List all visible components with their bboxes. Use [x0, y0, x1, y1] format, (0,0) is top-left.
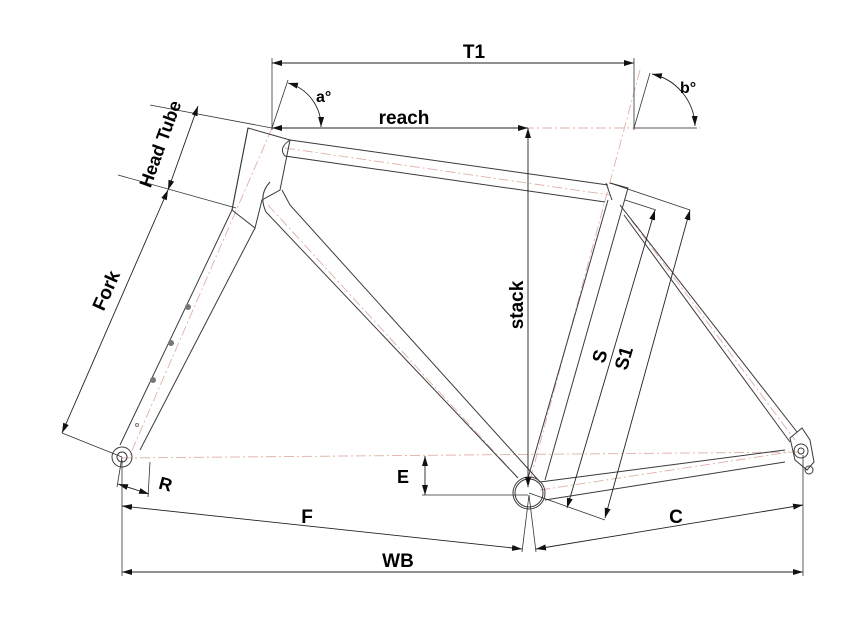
- fork-mount-bolt: [168, 340, 174, 346]
- labels: T1 a° b° reach stack Head Tube Fork S S1…: [89, 42, 696, 572]
- label-e: E: [397, 467, 409, 487]
- label-fork: Fork: [89, 267, 125, 314]
- label-s1: S1: [611, 344, 638, 373]
- bike-frame: [111, 127, 815, 510]
- r-extension: [147, 461, 151, 498]
- seatstay-centerline: [619, 204, 796, 441]
- label-head-tube: Head Tube: [135, 98, 185, 190]
- down-tube-centerline: [267, 204, 521, 481]
- fork-dimension-line: [61, 189, 169, 434]
- c-dimension-line: [535, 503, 804, 551]
- label-s: S: [589, 347, 613, 365]
- fork-mount-bolt: [185, 304, 191, 310]
- f-dimension-line: [121, 504, 523, 551]
- bb-extension: [521, 494, 530, 553]
- s1-bottom-extension: [528, 492, 606, 521]
- label-reach: reach: [379, 108, 430, 129]
- dimensions: [61, 58, 804, 576]
- s1-extension: [609, 182, 691, 211]
- angle-a-arc: [287, 82, 325, 128]
- head-tube-extension: [117, 174, 237, 209]
- label-wb: WB: [382, 551, 414, 572]
- label-r: R: [157, 473, 175, 496]
- seat-tube-axis: [527, 69, 641, 489]
- label-f: F: [301, 507, 313, 528]
- rear-dropout: [789, 427, 815, 471]
- s1-dimension-line: [604, 209, 691, 519]
- label-angle-a: a°: [316, 89, 331, 106]
- derailleur-hanger: [804, 465, 814, 475]
- fork-extension: [61, 432, 123, 458]
- label-stack: stack: [507, 280, 528, 329]
- label-t1: T1: [463, 42, 486, 63]
- seat-tube-top: [605, 182, 613, 201]
- top-tube-centerline: [284, 147, 611, 196]
- s-dimension-line: [566, 209, 656, 509]
- rear-axle: [793, 443, 809, 459]
- fork-blade: [119, 209, 256, 451]
- r-extension: [116, 456, 123, 488]
- s-extension: [624, 199, 657, 211]
- angle-b-leg: [633, 72, 651, 129]
- head-tube-front: [231, 127, 249, 211]
- angle-a-leg: [271, 79, 289, 129]
- bb-extension: [528, 494, 537, 553]
- label-c: C: [669, 507, 683, 528]
- centerlines: [121, 69, 801, 491]
- head-tube: [231, 127, 291, 229]
- top-tube: [281, 139, 609, 203]
- fork-mount-bolt: [150, 377, 156, 383]
- seat-tube: [527, 182, 629, 481]
- head-tube-dimension-line: [167, 105, 199, 191]
- r-dimension-line: [117, 483, 150, 495]
- axle-centerline: [121, 451, 801, 459]
- down-tube: [262, 181, 541, 483]
- rear-axle-inner: [797, 447, 805, 455]
- fork-mount-hole: [135, 423, 139, 427]
- angle-b-arc: [651, 73, 698, 127]
- label-angle-b: b°: [680, 80, 696, 97]
